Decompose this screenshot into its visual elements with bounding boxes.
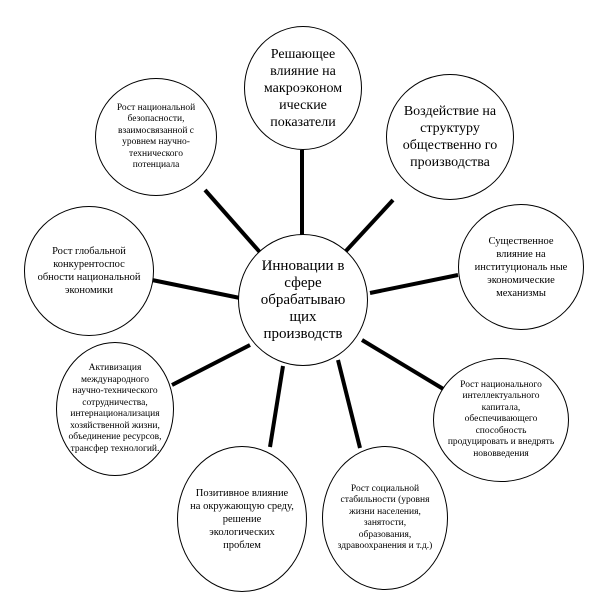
node-cooperation: Активизация международного научно-технич… bbox=[56, 342, 174, 476]
connector-social bbox=[336, 359, 362, 449]
node-structure: Воздействие на структуру общественно го … bbox=[386, 74, 514, 200]
node-institutional-label: Существенное влияние на институциональ н… bbox=[474, 235, 568, 299]
connector-cooperation bbox=[171, 343, 251, 387]
connector-structure bbox=[343, 198, 395, 254]
node-social-label: Рост социальной стабильности (уровня жиз… bbox=[337, 483, 433, 552]
center-node-label: Инновации в сфере обрабатываю щих произв… bbox=[260, 257, 346, 342]
node-security-label: Рост национальной безопасности, взаимосв… bbox=[116, 102, 196, 171]
node-intellectual: Рост национального интеллектуального кап… bbox=[433, 358, 569, 482]
node-institutional: Существенное влияние на институциональ н… bbox=[458, 204, 584, 330]
node-structure-label: Воздействие на структуру общественно го … bbox=[402, 104, 498, 170]
node-ecology-label: Позитивное влияние на окружающую среду, … bbox=[190, 487, 294, 551]
node-ecology: Позитивное влияние на окружающую среду, … bbox=[177, 446, 307, 592]
connector-security bbox=[203, 188, 267, 260]
connector-institutional bbox=[369, 273, 459, 295]
node-security: Рост национальной безопасности, взаимосв… bbox=[95, 78, 217, 196]
node-social: Рост социальной стабильности (уровня жиз… bbox=[322, 446, 448, 590]
node-macro-label: Решающее влияние на макроэконом ические … bbox=[263, 46, 343, 130]
node-macro: Решающее влияние на макроэконом ические … bbox=[244, 26, 362, 150]
node-cooperation-label: Активизация международного научно-технич… bbox=[68, 363, 162, 454]
connector-ecology bbox=[268, 365, 285, 448]
node-competitiveness: Рост глобальной конкурентоспос обности н… bbox=[24, 206, 154, 336]
connector-intellectual bbox=[360, 338, 447, 392]
connector-competitiveness bbox=[151, 278, 241, 300]
node-intellectual-label: Рост национального интеллектуального кап… bbox=[447, 379, 555, 459]
node-competitiveness-label: Рост глобальной конкурентоспос обности н… bbox=[37, 246, 141, 296]
center-node: Инновации в сфере обрабатываю щих произв… bbox=[238, 234, 368, 366]
